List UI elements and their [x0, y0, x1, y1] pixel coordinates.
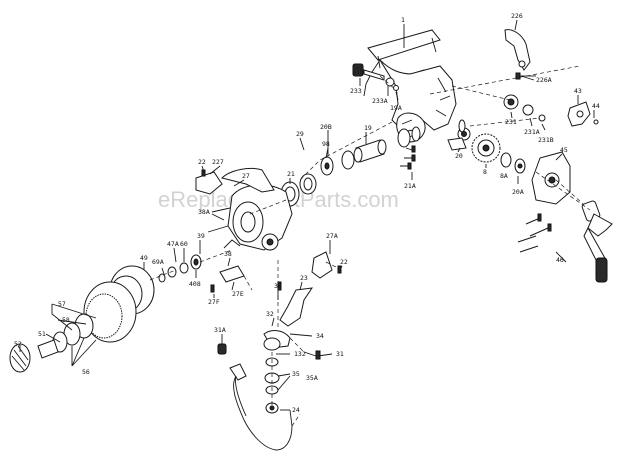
label-38a: 38A	[198, 208, 210, 216]
label-98: 98	[322, 140, 330, 148]
part-8-main-gear	[447, 127, 501, 163]
label-32: 32	[266, 310, 274, 318]
part-45-side-cover	[531, 151, 571, 205]
part-21a-screws	[400, 145, 416, 170]
label-8: 8	[483, 168, 487, 176]
label-52: 52	[14, 340, 22, 348]
label-29: 29	[296, 130, 304, 138]
label-19: 19	[364, 124, 372, 132]
label-34: 34	[316, 332, 324, 340]
label-27e: 27E	[232, 290, 244, 298]
label-24: 24	[292, 406, 300, 414]
label-27: 27	[242, 172, 250, 180]
part-21-bearing	[280, 173, 317, 207]
label-60: 60	[180, 240, 188, 248]
label-35: 35	[292, 370, 300, 378]
label-27f: 27F	[208, 298, 220, 306]
label-51: 51	[38, 330, 46, 338]
part-19-pinion	[320, 119, 466, 176]
label-39: 39	[197, 232, 205, 240]
label-38: 38	[224, 250, 232, 258]
part-8a-washers	[500, 152, 526, 174]
part-labels: 1 226 226A 233 233A 19A 43 44 231 231A 2…	[14, 12, 600, 414]
label-57: 57	[58, 300, 66, 308]
leader-lines	[19, 19, 595, 411]
part-washer-stack	[139, 254, 202, 283]
label-44: 44	[592, 102, 600, 110]
label-22-top: 22	[198, 158, 206, 166]
part-27e-38-small	[210, 239, 245, 293]
part-35-line-roller	[264, 350, 321, 414]
label-408: 408	[189, 280, 201, 288]
label-231a: 231A	[524, 128, 540, 136]
part-233-knob	[352, 63, 399, 91]
label-231b: 231B	[538, 136, 554, 144]
part-24-bail-wire	[229, 363, 293, 451]
label-8a: 8A	[500, 172, 508, 180]
part-226-bail-arm	[504, 29, 536, 80]
assembly-lines	[149, 65, 591, 427]
part-231-rings	[503, 94, 546, 122]
label-31: 31	[336, 350, 344, 358]
label-43: 43	[574, 87, 582, 95]
label-1: 1	[401, 16, 405, 24]
label-49: 49	[140, 254, 148, 262]
label-56: 56	[82, 368, 90, 376]
label-233a: 233A	[372, 97, 388, 105]
label-226a: 226A	[536, 76, 552, 84]
label-47a: 47A	[167, 240, 179, 248]
label-226: 226	[511, 12, 523, 20]
part-46-handle	[517, 179, 613, 283]
part-56-spool	[37, 265, 155, 359]
label-231: 231	[505, 118, 517, 126]
label-35a: 35A	[306, 374, 318, 382]
label-21: 21	[287, 170, 295, 178]
part-31a-screw	[217, 343, 227, 355]
part-27a-bail-holder	[311, 251, 342, 279]
label-132: 132	[294, 350, 306, 358]
label-19a: 19A	[390, 104, 402, 112]
label-21a: 21A	[404, 182, 416, 190]
label-31a: 31A	[214, 326, 226, 334]
label-36: 36	[274, 282, 282, 290]
label-20b: 20B	[320, 123, 332, 131]
label-27a-top: 27A	[326, 232, 338, 240]
label-46: 46	[556, 256, 564, 264]
reel-body	[363, 29, 457, 143]
label-20: 20	[455, 152, 463, 160]
label-58: 58	[62, 316, 70, 324]
part-27-rotor	[207, 167, 293, 251]
label-23: 23	[300, 274, 308, 282]
label-22-right: 22	[340, 258, 348, 266]
label-233: 233	[350, 87, 362, 95]
label-45: 45	[560, 146, 568, 154]
label-227: 227	[212, 158, 224, 166]
part-43-bracket	[567, 101, 599, 127]
part-34-bail-arm	[263, 281, 314, 351]
label-20a: 20A	[512, 188, 524, 196]
label-69a: 69A	[152, 258, 164, 266]
